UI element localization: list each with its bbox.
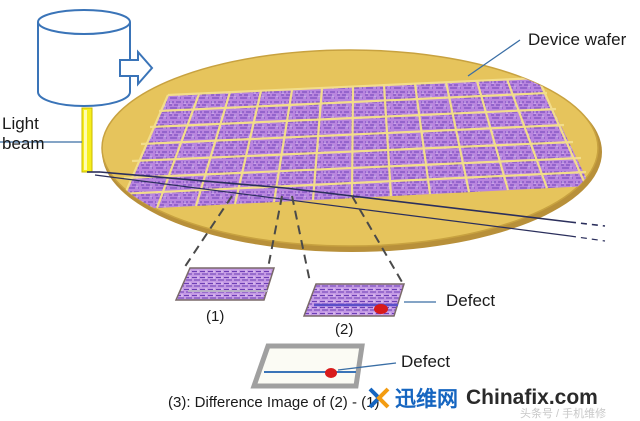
light-source-icon — [37, 9, 131, 107]
device-wafer-label: Device wafer — [528, 30, 627, 49]
difference-caption: (3): Difference Image of (2) - (1) — [168, 394, 380, 411]
defect-label-difference: Defect — [401, 352, 451, 371]
brand-name-cn: 迅维网 — [395, 388, 458, 411]
watermark: 头条号 / 手机维修 — [520, 408, 607, 420]
defect-label-image-2: Defect — [446, 291, 496, 310]
inspection-image-2 — [302, 283, 436, 317]
arrow-right-icon — [119, 49, 154, 87]
light-beam-label-line2: beam — [2, 134, 45, 153]
light-beam — [81, 107, 93, 173]
device-wafer — [101, 49, 602, 252]
image-1-label: (1) — [206, 308, 225, 325]
brand-name-en: Chinafix.com — [466, 386, 598, 409]
defect-marker-3 — [325, 368, 337, 378]
scan-lines — [87, 171, 606, 242]
chinafix-logo: 迅维网 Chinafix.com — [368, 383, 598, 413]
inspection-image-1 — [174, 267, 276, 301]
chinafix-logo-icon — [368, 387, 390, 409]
difference-image — [250, 343, 397, 389]
device-wafer-leader — [467, 39, 521, 77]
image-2-label: (2) — [335, 321, 354, 338]
projection-lines — [183, 195, 403, 283]
defect-marker-2 — [374, 304, 388, 314]
light-beam-label-line1: Light — [2, 114, 39, 133]
